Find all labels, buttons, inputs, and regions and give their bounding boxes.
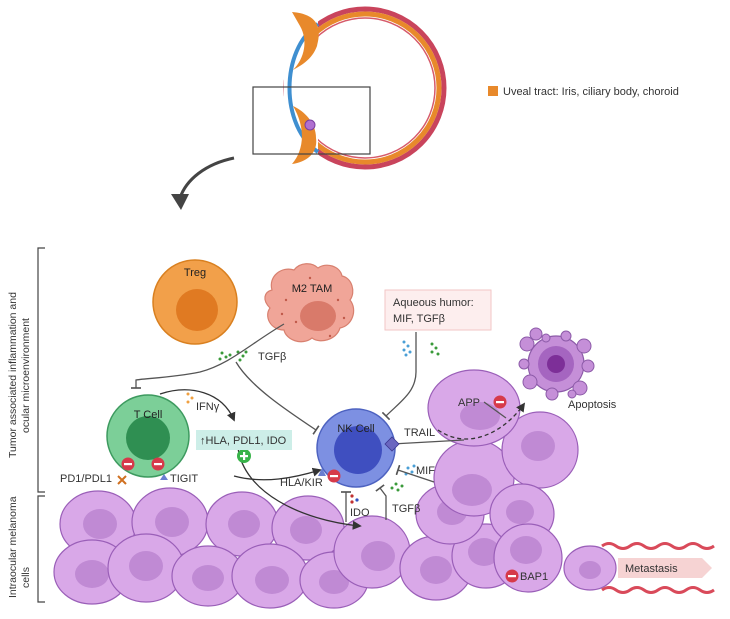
- m2-tam-label: M2 TAM: [292, 283, 333, 295]
- tgfb-dots-bottom: [390, 482, 404, 492]
- m2-tam-cell: M2 TAM: [264, 263, 355, 343]
- trail-label: TRAIL: [404, 427, 435, 439]
- inhibit-icon: [151, 457, 165, 471]
- tgfb-inhibits-nk-bottom: [375, 484, 387, 520]
- inhibit-icon: [327, 469, 341, 483]
- melanoma-cell-layer: [53, 369, 617, 609]
- tgfb-dots-aqueous: [430, 342, 440, 356]
- hla-pdl1-ido-box: ↑HLA, PDL1, IDO: [196, 430, 292, 450]
- activate-icon: [237, 449, 251, 463]
- apoptotic-cell: Apoptosis: [518, 327, 617, 411]
- treg-label: Treg: [184, 267, 206, 279]
- ido-dots: [350, 494, 359, 504]
- tgfb-inhibits-nk: [235, 361, 320, 435]
- pd1-receptor-icon: [117, 475, 127, 485]
- mif-inhibits-nk: [395, 464, 435, 483]
- eye-diagram: [171, 6, 447, 210]
- tgfb-dots: [218, 350, 248, 362]
- side-brackets: Tumor associated inflammation and ocular…: [7, 247, 45, 603]
- pd1-pdl1-label: PD1/PDL1: [60, 473, 112, 485]
- ifng-dots: [186, 392, 194, 404]
- legend-swatch: [488, 86, 498, 96]
- lower-side-label-line1: Intraocular melanoma: [7, 496, 19, 598]
- zoom-box: [252, 86, 371, 155]
- metastasis-label: Metastasis: [625, 563, 678, 575]
- ido-label: IDO: [350, 507, 370, 519]
- mif-dots: [404, 464, 416, 476]
- upper-side-label-line2: ocular microenvironment: [20, 318, 32, 433]
- metastasis-cell: [563, 545, 617, 591]
- aqueous-humor-line1: Aqueous humor:: [393, 297, 474, 309]
- tgfb-label-top: TGFβ: [258, 351, 286, 363]
- ifng-arrow: [159, 389, 236, 422]
- melanoma-cell: [333, 515, 411, 589]
- legend-label: Uveal tract: Iris, ciliary body, choroid: [503, 86, 679, 98]
- metastasis-arrow: [618, 558, 712, 578]
- upper-side-label-line1: Tumor associated inflammation and: [7, 292, 19, 458]
- tumor-spot: [304, 119, 316, 131]
- trail-line: [391, 439, 465, 445]
- ifng-label: IFNγ: [196, 401, 220, 413]
- inhibit-icon: [121, 457, 135, 471]
- hla-to-nk-arrow: [233, 467, 322, 481]
- tigit-receptor-icon: [160, 474, 168, 480]
- melanoma-cell-app: [427, 369, 521, 447]
- ciliary-body-upper: [292, 12, 319, 70]
- apoptosis-dashed-arrow: [437, 402, 526, 440]
- app-line: [483, 401, 507, 419]
- tgfb-label-bottom: TGFβ: [392, 503, 420, 515]
- melanoma-cell: [171, 545, 245, 607]
- t-cell-label: T Cell: [134, 409, 163, 421]
- melanoma-cell: [501, 411, 579, 489]
- legend: Uveal tract: Iris, ciliary body, choroid: [488, 86, 679, 98]
- hla-kir-receptor-icon: [318, 468, 326, 476]
- aqueous-humor-box: Aqueous humor: MIF, TGFβ: [384, 289, 492, 331]
- melanoma-cell: [107, 533, 185, 603]
- hla-pdl1-ido-label: ↑HLA, PDL1, IDO: [200, 435, 287, 447]
- molecule-clusters: [186, 340, 440, 504]
- bap1-label: BAP1: [520, 571, 548, 583]
- nk-cell-label: NK Cell: [337, 423, 374, 435]
- interaction-lines: [130, 323, 526, 530]
- melanoma-cell: [59, 490, 137, 558]
- trail-receptor-icon: [384, 436, 400, 452]
- t-cell: T Cell: [106, 394, 190, 478]
- app-label: APP: [458, 397, 480, 409]
- metastasis-vessel: Metastasis: [601, 542, 715, 594]
- hla-kir-label: HLA/KIR: [280, 477, 323, 489]
- inhibit-icon: [493, 395, 507, 409]
- melanoma-cell: [205, 491, 279, 557]
- mif-label: MIF: [416, 465, 435, 477]
- inhibit-icon: [505, 569, 519, 583]
- lower-side-label-line2: cells: [20, 567, 32, 588]
- melanoma-cell: [231, 543, 309, 609]
- tgfb-inhibits-tcell: [130, 323, 285, 389]
- mif-dots-aqueous: [402, 340, 412, 357]
- tigit-label: TIGIT: [170, 473, 198, 485]
- apoptosis-label: Apoptosis: [568, 399, 617, 411]
- aqueous-inhibits-nk: [381, 332, 417, 421]
- nk-cell: NK Cell: [316, 408, 396, 488]
- melanoma-cell: [433, 439, 515, 517]
- treg-cell: Treg: [152, 259, 238, 345]
- aqueous-humor-line2: MIF, TGFβ: [393, 313, 445, 325]
- zoom-arrow: [178, 156, 235, 199]
